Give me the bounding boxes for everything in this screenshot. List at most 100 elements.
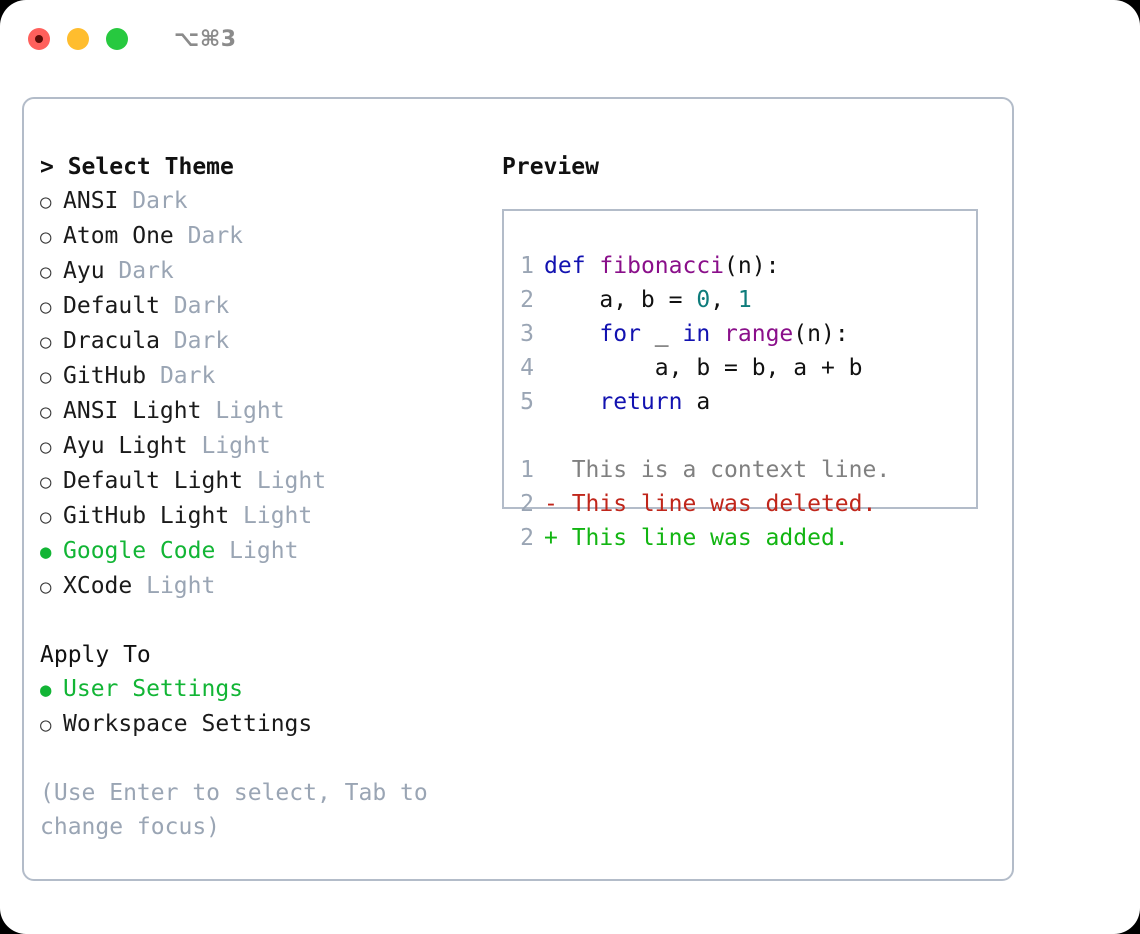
- code-token-plain: [544, 321, 599, 347]
- apply-to-option-label: Workspace Settings: [63, 711, 313, 737]
- theme-option-label: XCode: [63, 573, 133, 599]
- theme-option-6[interactable]: ○ANSI Light Light: [40, 394, 480, 429]
- radio-empty-icon: ○: [40, 506, 52, 528]
- section-spacer: [40, 604, 480, 638]
- code-token-plain: a, b = b, a + b: [544, 355, 863, 381]
- traffic-lights: [28, 28, 128, 50]
- code-token-plain: ,: [710, 287, 738, 313]
- theme-option-variant-tag: Dark: [159, 293, 230, 319]
- theme-option-4[interactable]: ○ Dracula Dark: [40, 324, 480, 359]
- diff-line-number: 2: [520, 525, 534, 551]
- radio-empty-icon: ○: [40, 436, 52, 458]
- theme-option-variant-tag: Dark: [104, 258, 174, 284]
- code-sample: 1 def fibonacci (n): 2 a, b = 0, 1 3 for _ i…: [504, 249, 976, 419]
- code-line-number: 1: [520, 253, 534, 279]
- code-line-number: 2: [520, 287, 534, 313]
- theme-option-10[interactable]: ●Google Code Light: [40, 534, 480, 569]
- theme-option-label: GitHub: [63, 363, 147, 389]
- diff-line-text: This is a context line.: [544, 457, 891, 483]
- theme-option-variant-tag: Dark: [159, 328, 230, 354]
- code-token-kw: def: [544, 253, 586, 279]
- select-theme-heading: > Select Theme: [40, 154, 234, 180]
- theme-option-8[interactable]: ○Default Light Light: [40, 464, 480, 499]
- preview-panel: Preview 1 def fibonacci (n): 2 a, b = 0, 1 3…: [502, 150, 1002, 551]
- theme-option-label: ANSI Light: [63, 398, 202, 424]
- code-token-plain: a: [682, 389, 711, 415]
- theme-option-1[interactable]: ○Atom One Dark: [40, 219, 480, 254]
- theme-option-label: GitHub Light: [63, 503, 230, 529]
- preview-heading: Preview: [502, 154, 599, 180]
- theme-option-3[interactable]: ○ Default Dark: [40, 289, 480, 324]
- theme-option-list: ○ANSI Dark○Atom One Dark○Ayu Dark○Defaul…: [40, 184, 480, 604]
- code-line-number: 5: [520, 389, 534, 415]
- theme-option-2[interactable]: ○Ayu Dark: [40, 254, 480, 289]
- diff-line-number: 1: [520, 457, 534, 483]
- radio-empty-icon: ○: [40, 576, 52, 598]
- diff-line-add: 2 + This line was added.: [504, 521, 976, 555]
- radio-selected-icon: ●: [40, 679, 52, 701]
- code-token-plain: a, b =: [544, 287, 697, 313]
- code-token-punc: (n):: [793, 321, 849, 347]
- theme-option-variant-tag: Light: [215, 538, 299, 564]
- theme-option-variant-tag: Dark: [118, 188, 188, 214]
- apply-to-option-1[interactable]: ○ Workspace Settings: [40, 707, 480, 742]
- code-token-plain: [710, 321, 724, 347]
- theme-option-9[interactable]: ○ GitHub Light Light: [40, 499, 480, 534]
- code-token-plain: [544, 389, 599, 415]
- radio-empty-icon: ○: [40, 191, 52, 213]
- diff-sample: 1 This is a context line.2- This line wa…: [504, 453, 976, 555]
- theme-option-label: Google Code: [63, 538, 216, 564]
- radio-empty-icon: ○: [40, 331, 52, 353]
- theme-option-5[interactable]: ○GitHub Dark: [40, 359, 480, 394]
- code-token-kw: in: [682, 321, 711, 347]
- keyboard-shortcut-label: ⌥⌘3: [174, 26, 237, 52]
- maximize-icon[interactable]: [106, 28, 128, 50]
- code-line-text: a, b = b, a + b: [544, 351, 863, 385]
- apply-to-option-label: User Settings: [63, 676, 244, 702]
- diff-line-ctx: 1 This is a context line.: [504, 453, 976, 487]
- code-line: 2 a, b = 0, 1: [504, 283, 976, 317]
- theme-option-11[interactable]: ○ XCode Light: [40, 569, 480, 604]
- code-diff-spacer: [504, 419, 976, 453]
- theme-option-variant-tag: Light: [243, 468, 327, 494]
- theme-option-label: Ayu Light: [63, 433, 188, 459]
- code-token-kw: for: [599, 321, 641, 347]
- code-token-num: 0: [696, 287, 711, 313]
- code-line-number: 3: [520, 321, 534, 347]
- diff-line-number: 2: [520, 491, 534, 517]
- code-token-plain: _: [640, 321, 683, 347]
- theme-option-variant-tag: Light: [229, 503, 313, 529]
- radio-empty-icon: ○: [40, 471, 52, 493]
- code-line-text: return a: [544, 385, 710, 419]
- diff-line-del: 2- This line was deleted.: [504, 487, 976, 521]
- theme-option-label: Dracula: [63, 328, 160, 354]
- code-line-text: for _ in range(n):: [544, 317, 849, 351]
- minimize-icon[interactable]: [67, 28, 89, 50]
- theme-option-7[interactable]: ○ Ayu Light Light: [40, 429, 480, 464]
- code-token-fn: fibonacci: [599, 253, 725, 279]
- code-token-fn: range: [724, 321, 794, 347]
- theme-option-label: Default: [63, 293, 160, 319]
- radio-empty-icon: ○: [40, 226, 52, 248]
- theme-option-variant-tag: Light: [132, 573, 216, 599]
- apply-to-heading: Apply To: [40, 642, 151, 668]
- close-icon[interactable]: [28, 28, 50, 50]
- radio-empty-icon: ○: [40, 366, 52, 388]
- apply-to-option-0[interactable]: ● User Settings: [40, 672, 480, 707]
- theme-option-0[interactable]: ○ANSI Dark: [40, 184, 480, 219]
- code-line-number: 4: [520, 355, 534, 381]
- theme-picker-panel: > Select Theme ○ANSI Dark○Atom One Dark○…: [40, 150, 480, 844]
- radio-empty-icon: ○: [40, 296, 52, 318]
- code-line: 4 a, b = b, a + b: [504, 351, 976, 385]
- code-token-kw: return: [599, 389, 683, 415]
- theme-option-label: Ayu: [63, 258, 105, 284]
- code-line: 5 return a: [504, 385, 976, 419]
- radio-empty-icon: ○: [40, 714, 52, 736]
- diff-line-text: + This line was added.: [544, 525, 849, 551]
- theme-option-variant-tag: Light: [187, 433, 271, 459]
- theme-option-variant-tag: Light: [201, 398, 285, 424]
- code-token-num: 1: [737, 287, 752, 313]
- dialog-card: > Select Theme ○ANSI Dark○Atom One Dark○…: [22, 97, 1014, 881]
